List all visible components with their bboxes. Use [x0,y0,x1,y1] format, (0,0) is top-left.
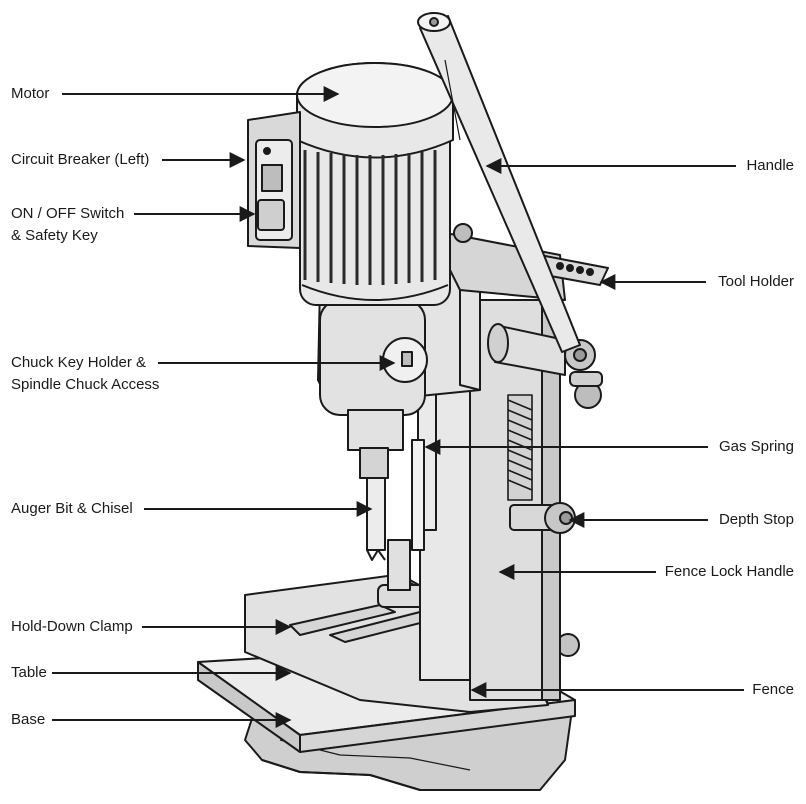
chuck-housing-shape [319,299,428,451]
label-hold-down: Hold-Down Clamp [11,618,133,635]
motor-shape [296,62,454,306]
switch-box-shape [247,111,301,249]
label-chuck-line2: Spindle Chuck Access [11,376,160,393]
label-handle: Handle [746,157,794,174]
leader-lines [52,86,744,728]
label-gas-spring: Gas Spring [718,438,794,455]
label-chuck-key: Chuck Key Holder & Spindle Chuck Access [11,352,159,396]
pinion-hub-shape [487,323,603,409]
label-chuck-line1: Chuck Key Holder & [11,354,147,371]
label-auger: Auger Bit & Chisel [11,500,133,517]
handle-shape [417,12,581,353]
label-switch-line2: & Safety Key [11,227,98,244]
depth-stop-shape [509,502,576,534]
label-switch: ON / OFF Switch & Safety Key [11,203,124,247]
label-base: Base [11,711,46,728]
auger-bit-shape [359,447,389,561]
label-depth-stop: Depth Stop [718,511,794,528]
label-switch-line1: ON / OFF Switch [11,205,125,222]
label-table: Table [11,664,47,681]
label-circuit-breaker: Circuit Breaker (Left) [11,151,150,168]
label-fence: Fence [752,681,794,698]
label-fence-lock: Fence Lock Handle [664,563,794,580]
label-tool-holder: Tool Holder [718,273,794,290]
label-motor: Motor [11,85,50,102]
